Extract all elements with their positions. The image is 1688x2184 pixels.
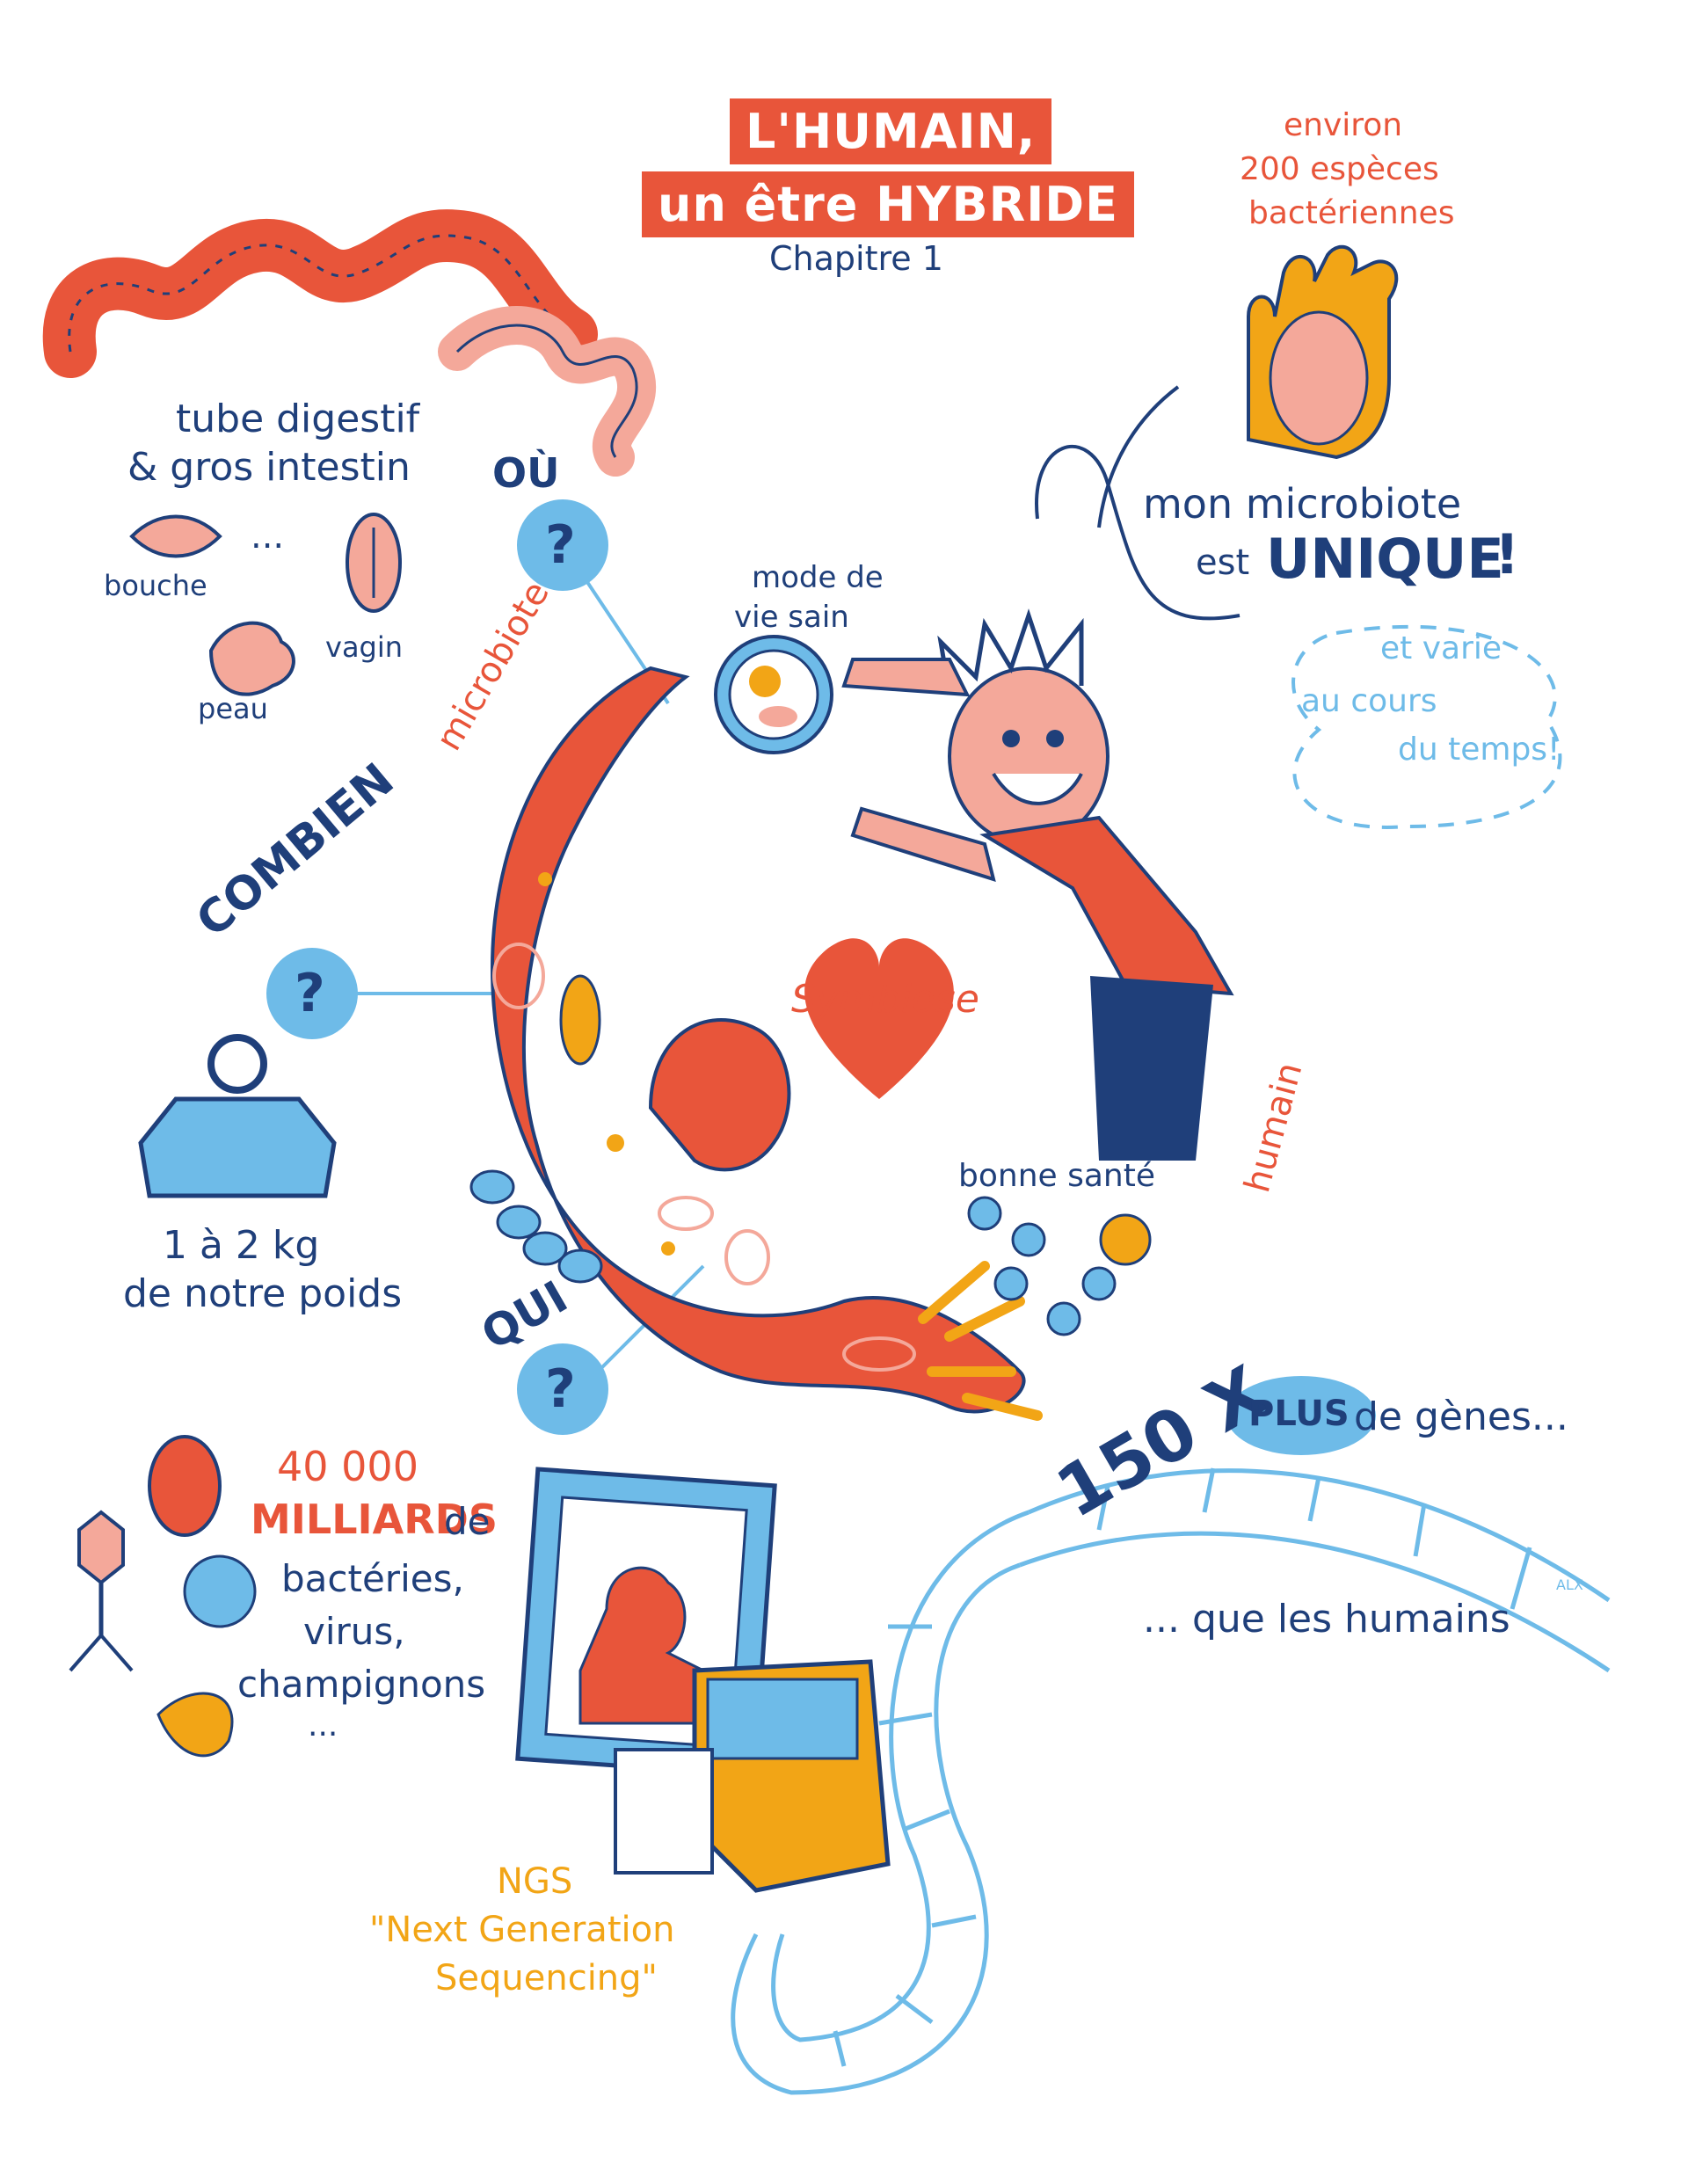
weight-line1: 1 à 2 kg — [163, 1223, 320, 1268]
qui-question-bubble — [517, 1343, 608, 1435]
ou-label: OÙ — [492, 449, 560, 497]
genes-suffix: de gènes... — [1354, 1394, 1568, 1439]
unique-word: UNIQUE — [1266, 527, 1504, 591]
species-line3: bactériennes — [1248, 195, 1455, 231]
healthy-food-plate — [714, 635, 833, 754]
ou-question-bubble — [517, 499, 608, 591]
weight-icon — [138, 1034, 337, 1198]
fingerprint-hand-icon — [1247, 244, 1399, 460]
ngs-line3: Sequencing" — [435, 1958, 658, 1998]
intestine-illustration — [42, 209, 657, 477]
combien-question-mark: ? — [295, 963, 325, 1024]
mode-line1: mode de — [752, 560, 884, 595]
hand-icon — [208, 621, 295, 696]
microbes-dots: ... — [308, 1707, 338, 1744]
sante-label: bonne santé — [958, 1158, 1155, 1194]
species-line2: 200 espèces — [1240, 151, 1439, 187]
qui-question-mark: ? — [545, 1358, 576, 1420]
varies-dashed-bubble — [1291, 624, 1562, 829]
dna-ladder — [731, 1467, 1611, 2095]
body-dots: ... — [251, 516, 285, 557]
mode-line2: vie sain — [734, 600, 849, 635]
plus-bubble — [1226, 1376, 1376, 1455]
varies-line3: du temps! — [1398, 732, 1561, 768]
ou-question-mark: ? — [545, 514, 576, 576]
tube-line2: & gros intestin — [127, 445, 411, 490]
genes-bottom: ... que les humains — [1143, 1597, 1510, 1642]
unique-exclamation: ! — [1495, 522, 1520, 586]
microbes-line2: virus, — [303, 1610, 405, 1653]
title-line2: un être HYBRIDE — [642, 171, 1135, 237]
milliards-de: de — [444, 1500, 491, 1543]
count-value: 40 000 — [277, 1443, 418, 1490]
varies-line2: au cours — [1301, 683, 1437, 719]
weight-line2: de notre poids — [123, 1271, 403, 1316]
microorganism-icons — [69, 1435, 257, 1758]
microbes-line1: bactéries, — [281, 1557, 464, 1600]
vagina-icon — [346, 513, 402, 613]
title-line1: L'HUMAIN, — [730, 98, 1052, 164]
mouth-icon — [129, 514, 222, 558]
peau-label: peau — [198, 692, 268, 725]
combien-question-bubble — [266, 948, 358, 1039]
genes-plus: PLUS — [1248, 1394, 1350, 1434]
microbes-line3: champignons — [237, 1663, 486, 1706]
unique-line1: mon microbiote — [1143, 480, 1462, 528]
bouche-label: bouche — [104, 569, 207, 602]
milliards-word: MILLIARDS — [251, 1496, 498, 1543]
heart-icon — [804, 938, 954, 1099]
varies-line1: et varie — [1380, 630, 1502, 666]
symbiose-label: Symbiose — [791, 977, 979, 1022]
signature: ALX — [1556, 1576, 1583, 1593]
molecule-icons — [967, 1196, 1152, 1336]
human-character — [841, 608, 1234, 1161]
ngs-line2: "Next Generation — [369, 1910, 675, 1950]
vagin-label: vagin — [325, 630, 404, 664]
ngs-line1: NGS — [497, 1861, 573, 1902]
species-line1: environ — [1284, 107, 1403, 143]
microbiote-creature — [469, 666, 1043, 1421]
unique-prefix: est — [1196, 542, 1250, 583]
sequencer-machine — [614, 1659, 891, 1893]
tube-line1: tube digestif — [176, 397, 420, 441]
chapter-label: Chapitre 1 — [769, 239, 943, 278]
